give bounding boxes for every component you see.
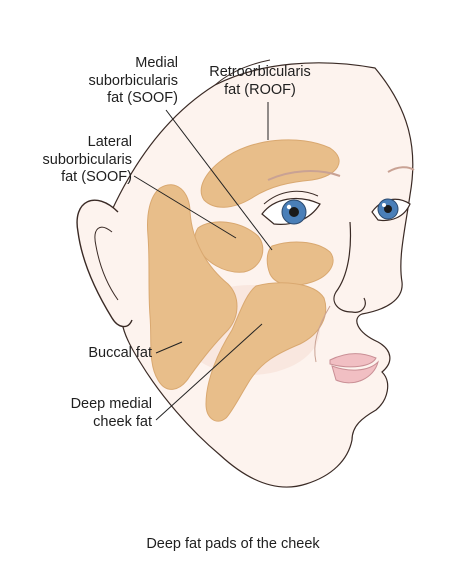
- label-line: Retroorbicularis: [209, 64, 311, 80]
- label-line: Buccal fat: [88, 345, 152, 361]
- label-line: Lateral: [87, 134, 132, 150]
- label-line: suborbicularis: [88, 72, 178, 89]
- leader-line-buccal-fat: [155, 341, 183, 354]
- ear: [76, 199, 133, 328]
- label-line: Medial: [135, 55, 178, 71]
- leader-line-deep-medial-cheek-fat: [155, 323, 263, 421]
- nose: [333, 221, 366, 313]
- buccal-fat-pad: [147, 184, 238, 390]
- label-line: cheek fat: [93, 413, 152, 430]
- label-buccal-fat: Buccal fat: [40, 345, 152, 363]
- lips: [329, 353, 379, 384]
- leader-lines: [133, 102, 273, 421]
- label-line: fat (ROOF): [224, 81, 296, 98]
- label-line: fat (SOOF): [107, 90, 178, 106]
- roof-fat-pad: [200, 139, 340, 208]
- right-eye: [261, 190, 321, 225]
- label-lateral-soof: Lateral suborbicularis fat (SOOF): [14, 134, 132, 187]
- deep-medial-cheek-fat-pad: [205, 282, 327, 422]
- label-line: Deep medial: [70, 396, 152, 412]
- medial-soof-fat-pad: [266, 241, 334, 286]
- label-line: fat (SOOF): [61, 169, 132, 185]
- hairline: [214, 59, 271, 86]
- leader-line-lateral-soof: [133, 175, 237, 239]
- leader-line-medial-soof: [165, 109, 273, 251]
- label-medial-soof: Medial suborbicularis fat (SOOF): [60, 55, 178, 108]
- figure-caption: Deep fat pads of the cheek: [146, 536, 320, 552]
- eyebrow: [267, 170, 341, 181]
- fat-pads: [147, 139, 340, 422]
- label-roof: Retroorbicularis fat (ROOF): [198, 64, 322, 99]
- label-line: suborbicularis: [42, 151, 132, 168]
- left-eye: [371, 198, 411, 222]
- label-deep-medial-cheek-fat: Deep medial cheek fat: [40, 396, 152, 431]
- nasolabial-fold: [314, 305, 331, 363]
- eyebrow: [387, 166, 415, 173]
